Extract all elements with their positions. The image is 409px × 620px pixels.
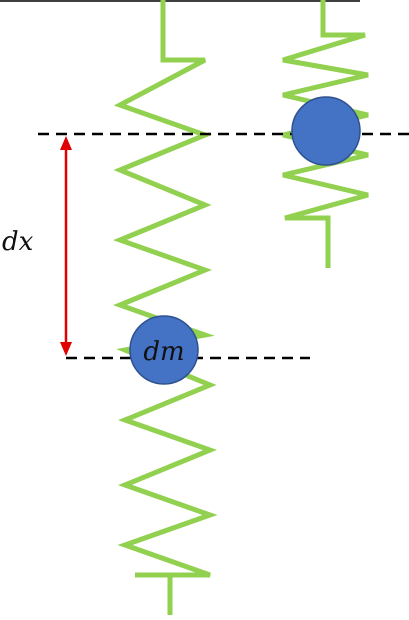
label-dm: dm (143, 337, 184, 367)
label-dx: dx (2, 227, 34, 257)
mass-element-dm (129, 315, 199, 385)
mass-ball-relaxed (291, 96, 361, 166)
displacement-arrow (60, 136, 72, 356)
stretched-spring (112, 0, 218, 615)
